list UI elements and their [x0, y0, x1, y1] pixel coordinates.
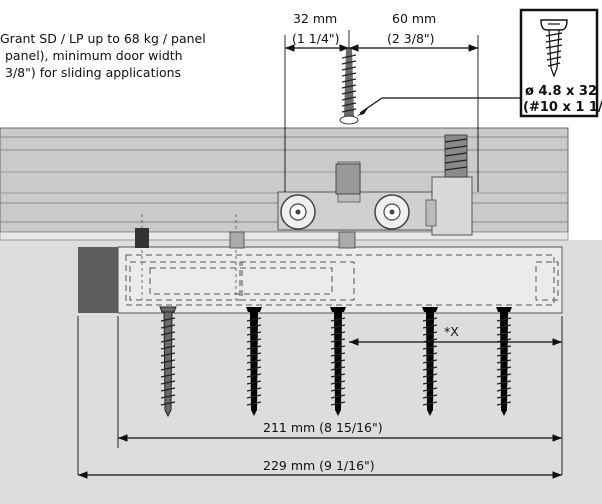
screw-thread [330, 331, 346, 336]
screw-detail-box: ø 4.8 x 32 (#10 x 1 1/4") [519, 8, 602, 118]
screw-thread [330, 338, 346, 343]
screw-thread [422, 373, 438, 378]
screw-thread [422, 352, 438, 357]
screw-thread [330, 380, 346, 385]
screw-thread [330, 317, 346, 322]
screw-thread [330, 345, 346, 350]
dim-60mm-inch: (2 3/8") [387, 31, 435, 46]
screw-thread [422, 345, 438, 350]
description-text: Grant SD / LP up to 68 kg / panel panel)… [0, 30, 260, 81]
screw-thread [160, 338, 176, 343]
door-edge [78, 247, 118, 313]
screw-thread [422, 394, 438, 399]
dim-32mm-inch: (1 1/4") [292, 31, 340, 46]
dim-variable-label: *X [444, 324, 459, 339]
description-line-2: panel), minimum door width [5, 48, 183, 63]
screw-thread [160, 401, 176, 406]
screw-size-in: (#10 x 1 1/4") [523, 100, 602, 115]
screw-thread [496, 331, 512, 336]
screw-thread [160, 352, 176, 357]
screw-thread [246, 394, 262, 399]
screw-thread [330, 394, 346, 399]
screw-thread [422, 324, 438, 329]
screw-thread [246, 366, 262, 371]
description-line-1: Grant SD / LP up to 68 kg / panel [0, 31, 206, 46]
screw-thread [496, 373, 512, 378]
screw-thread [160, 380, 176, 385]
screw-thread [246, 373, 262, 378]
screw-thread [246, 317, 262, 322]
screw-thread [496, 359, 512, 364]
screw-thread [330, 401, 346, 406]
screw-thread [160, 373, 176, 378]
screw-thread [422, 401, 438, 406]
screw-thread [246, 401, 262, 406]
screw-thread [160, 394, 176, 399]
dim-outer-width: 229 mm (9 1/16") [263, 458, 375, 473]
screw-thread [246, 324, 262, 329]
screw-thread [422, 317, 438, 322]
screw-thread [246, 338, 262, 343]
screw-thread [246, 387, 262, 392]
screw-size-mm: ø 4.8 x 32 [525, 84, 597, 99]
screw-thread [160, 317, 176, 322]
screw-thread [160, 387, 176, 392]
screw-thread [496, 380, 512, 385]
screw-icon [540, 19, 568, 78]
screw-thread [246, 331, 262, 336]
description-line-3: 3/8") for sliding applications [5, 65, 182, 80]
screw-thread [422, 359, 438, 364]
screw-thread [246, 380, 262, 385]
dimension-lines [77, 30, 563, 479]
screw-thread [160, 324, 176, 329]
screw-thread [422, 387, 438, 392]
screw-thread [160, 331, 176, 336]
dim-inner-width: 211 mm (8 15/16") [263, 420, 383, 435]
screw-thread [330, 324, 346, 329]
screw-thread [330, 366, 346, 371]
screw-thread [422, 366, 438, 371]
screw-thread [496, 317, 512, 322]
leader-line [359, 97, 520, 114]
screw-thread [330, 373, 346, 378]
screw-thread [246, 359, 262, 364]
screw-thread [160, 345, 176, 350]
dim-32mm-label: 32 mm [293, 11, 337, 26]
screw-thread [160, 359, 176, 364]
screw-thread [422, 331, 438, 336]
screw-thread [496, 394, 512, 399]
screw-thread [330, 359, 346, 364]
screw-thread [246, 352, 262, 357]
dim-60mm-label: 60 mm [392, 11, 436, 26]
screw-thread [496, 387, 512, 392]
screw-thread [496, 366, 512, 371]
screw-thread [330, 352, 346, 357]
screw-thread [496, 352, 512, 357]
screw-thread [496, 324, 512, 329]
screw-thread [330, 387, 346, 392]
screw-thread [496, 345, 512, 350]
screw-thread [422, 380, 438, 385]
screw-thread [496, 401, 512, 406]
screw-thread [246, 345, 262, 350]
screw-thread [160, 366, 176, 371]
track-screw-center [335, 48, 361, 195]
track-screw-right [444, 134, 468, 178]
